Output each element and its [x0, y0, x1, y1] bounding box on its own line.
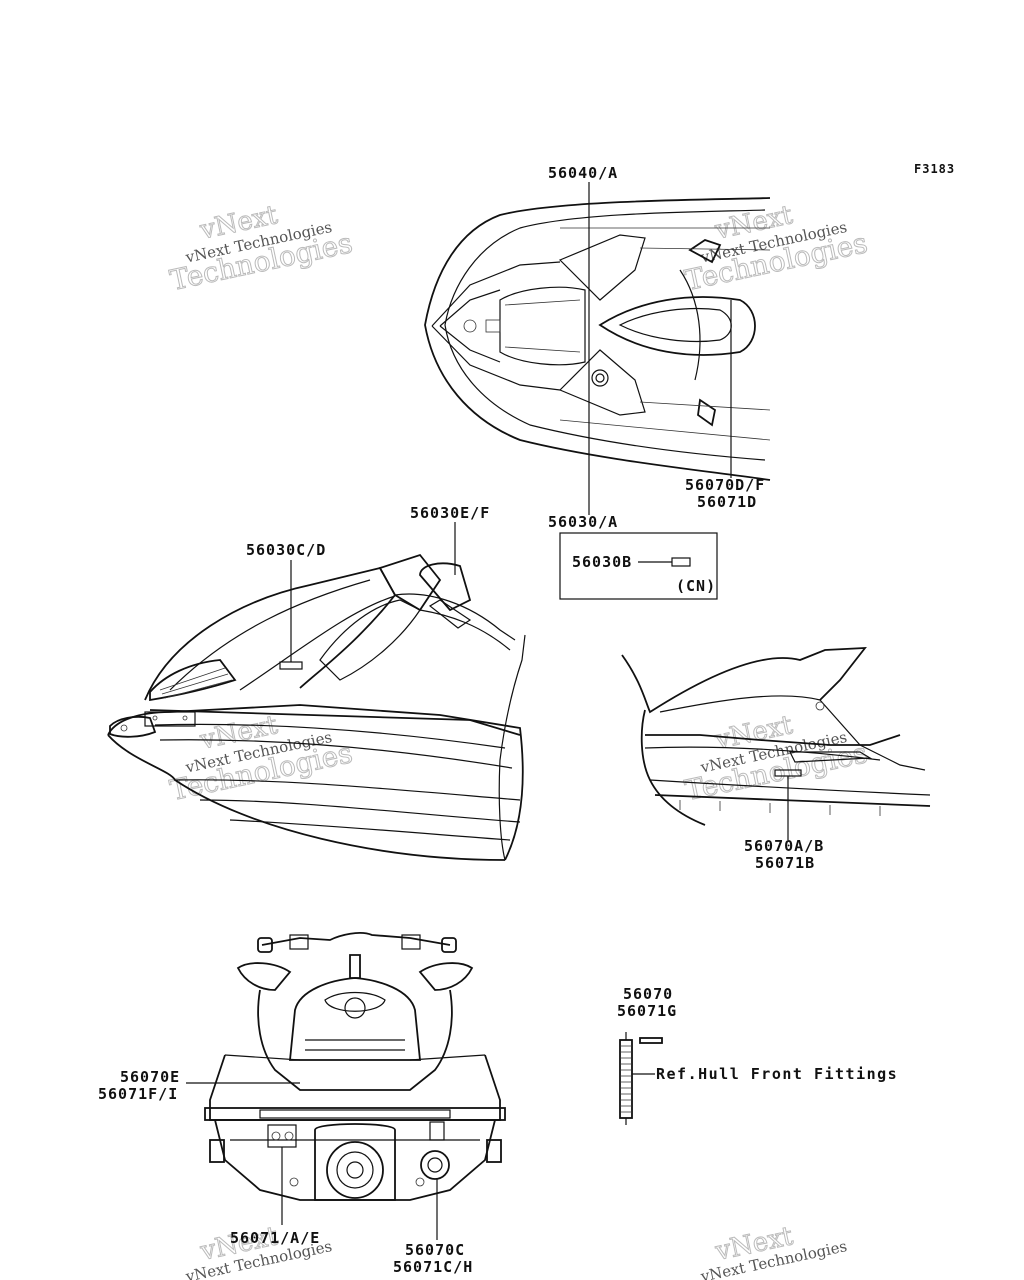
- watermark-6: vNext vNext Technologies: [698, 1221, 848, 1280]
- callout-56030b: 56030B: [572, 553, 632, 571]
- detail-box-56030b: [559, 532, 718, 600]
- callout-56070e: 56070E: [120, 1068, 180, 1086]
- callout-56071g: 56071G: [617, 1002, 677, 1020]
- callout-56030-a: 56030/A: [548, 513, 618, 531]
- callout-56071f-i: 56071F/I: [98, 1085, 178, 1103]
- callout-56070d-f: 56070D/F: [685, 476, 765, 494]
- rear-view-craft: [204, 932, 506, 1201]
- callout-56071d: 56071D: [697, 493, 757, 511]
- callout-56070c: 56070C: [405, 1241, 465, 1259]
- callout-56030e-f: 56030E/F: [410, 504, 490, 522]
- callout-56071c-h: 56071C/H: [393, 1258, 473, 1276]
- callout-cn: (CN): [676, 577, 716, 595]
- rear-side-view-craft: [621, 647, 931, 826]
- callout-56040-a: 56040/A: [548, 164, 618, 182]
- callout-56071b: 56071B: [755, 854, 815, 872]
- callout-56070a-b: 56070A/B: [744, 837, 824, 855]
- callout-56030c-d: 56030C/D: [246, 541, 326, 559]
- top-view-craft: [424, 197, 771, 481]
- watermark-2: vNext vNext Technologies Technologies: [682, 200, 871, 298]
- callout-56071-a-e: 56071/A/E: [230, 1229, 320, 1247]
- decal-56030b: [671, 557, 691, 567]
- decal-56070: [639, 1037, 663, 1044]
- callout-56070: 56070: [623, 985, 673, 1003]
- hull-fitting-strip: [619, 1032, 663, 1125]
- watermark-1: vNext vNext Technologies Technologies: [167, 200, 356, 298]
- callout-ref-hull-front-fittings: Ref.Hull Front Fittings: [656, 1065, 898, 1083]
- decal-56030cd: [279, 661, 303, 670]
- side-view-craft: [107, 553, 526, 861]
- figure-code: F3183: [914, 162, 955, 176]
